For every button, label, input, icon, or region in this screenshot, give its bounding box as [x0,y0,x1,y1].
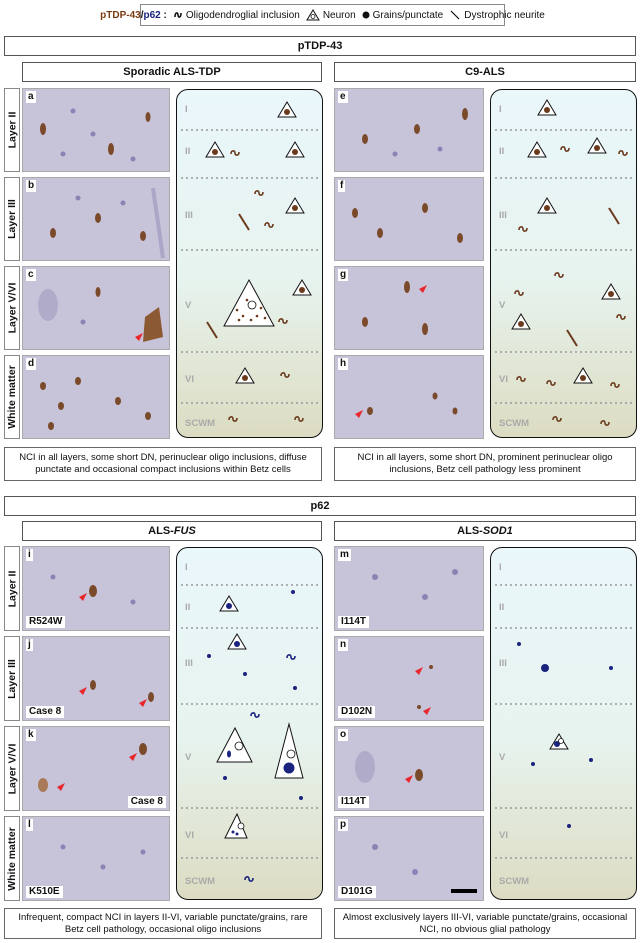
row-label-layer-v-vi: Layer V/VI [4,266,20,350]
row-label-white-matter-p62: White matter [4,816,20,901]
svg-text:VI: VI [499,830,508,841]
svg-text:I: I [185,104,188,115]
svg-text:II: II [499,602,504,613]
tag-case-8: Case 8 [26,706,65,718]
header-ptdp43: pTDP-43 [4,36,636,56]
legend-neuron: Neuron [305,9,356,21]
oligo-inclusion-icon [174,12,182,18]
micrograph-b: b [22,177,170,261]
svg-text:II: II [499,146,504,157]
micrograph-d: d [22,355,170,439]
caption-c9-als: NCI in all layers, some short DN, promin… [334,447,636,481]
title-sporadic-als: Sporadic ALS-TDP [22,62,322,82]
svg-text:SCWM: SCWM [499,876,529,887]
tag-d102n: D102N [338,706,376,718]
svg-text:II: II [185,602,190,613]
micrograph-c: c [22,266,170,350]
svg-text:VI: VI [185,374,194,385]
legend-title: pTDP-43/p62 : [100,9,167,21]
micrograph-i: i R524W [22,546,170,631]
title-als-fus: ALS-FUS [22,521,322,541]
neurite-icon [450,10,460,20]
svg-text:III: III [185,658,193,669]
row-label-layer-iii-p62: Layer III [4,636,20,721]
svg-text:III: III [499,210,507,221]
tag-r524w: R524W [26,616,66,628]
svg-text:V: V [499,752,506,763]
tag-i114t: I114T [338,616,370,628]
micrograph-p: p D101G [334,816,484,901]
svg-text:II: II [185,146,190,157]
micrograph-j: j Case 8 [22,636,170,721]
micrograph-l: l K510E [22,816,170,901]
svg-text:III: III [185,210,193,221]
row-label-layer-v-vi-p62: Layer V/VI [4,726,20,811]
row-label-layer-ii: Layer II [4,88,20,172]
svg-text:I: I [499,104,502,115]
row-label-layer-ii-p62: Layer II [4,546,20,631]
row-label-layer-iii: Layer III [4,177,20,261]
micrograph-o: o I114T [334,726,484,811]
micrograph-a: a [22,88,170,172]
micrograph-g: g [334,266,484,350]
svg-text:SCWM: SCWM [185,418,215,429]
tag-i114t-o: I114T [338,796,370,808]
legend: pTDP-43/p62 : Oligodendroglial inclusion… [100,4,545,26]
svg-text:III: III [499,658,507,669]
title-c9-als: C9-ALS [334,62,636,82]
svg-text:I: I [185,562,188,573]
row-label-white-matter: White matter [4,355,20,439]
header-p62: p62 [4,496,636,516]
caption-als-sod1: Almost exclusively layers III-VI, variab… [334,908,636,939]
micrograph-n: n D102N [334,636,484,721]
legend-neurite: Dystrophic neurite [449,10,545,21]
title-als-sod1: ALS-SOD1 [334,521,636,541]
svg-text:VI: VI [499,374,508,385]
svg-text:V: V [185,752,192,763]
micrograph-h: h [334,355,484,439]
svg-text:VI: VI [185,830,194,841]
neuron-icon [305,9,320,21]
caption-als-fus: Infrequent, compact NCI in layers II-VI,… [4,908,322,939]
tag-case-8-k: Case 8 [127,796,166,808]
svg-text:SCWM: SCWM [499,418,529,429]
micrograph-m: m I114T [334,546,484,631]
svg-text:V: V [185,300,192,311]
micrograph-k: k Case 8 [22,726,170,811]
scale-bar [451,889,477,893]
tag-d101g: D101G [338,886,376,898]
caption-sporadic-als: NCI in all layers, some short DN, perinu… [4,447,322,481]
micrograph-f: f [334,177,484,261]
legend-grains: Grains/punctate [362,10,443,21]
legend-oligo: Oligodendroglial inclusion [173,10,300,21]
tag-k510e: K510E [26,886,63,898]
svg-text:V: V [499,300,506,311]
micrograph-e: e [334,88,484,172]
svg-text:I: I [499,562,502,573]
grain-icon [362,11,370,19]
svg-text:SCWM: SCWM [185,876,215,887]
